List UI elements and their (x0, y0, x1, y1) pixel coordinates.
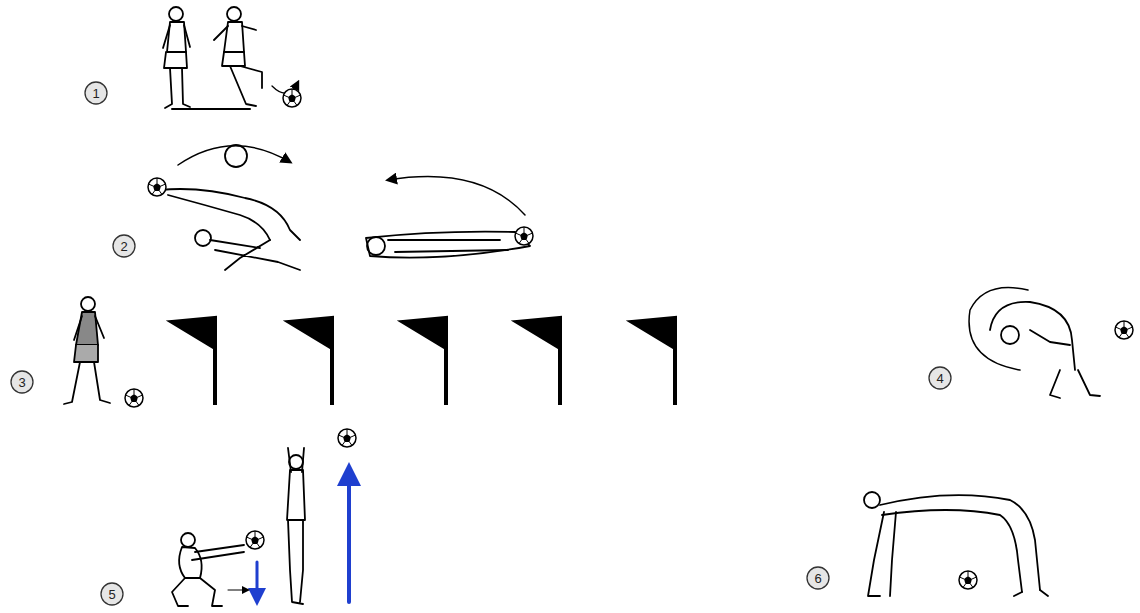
callout-circle: 6 (806, 566, 830, 590)
ball (338, 429, 356, 447)
flag (517, 318, 560, 405)
down-arrow (256, 562, 259, 600)
player-arms (214, 26, 256, 40)
kneeling-legs (210, 240, 300, 270)
bridge-arms (868, 512, 896, 596)
exercise-5 (172, 448, 349, 606)
player-shorts (74, 345, 98, 362)
player-head (367, 237, 385, 255)
ball (125, 389, 143, 407)
player-head (181, 533, 195, 547)
callout-number: 5 (108, 588, 115, 601)
exercise-2 (160, 145, 530, 270)
player-head (81, 297, 95, 311)
flag (289, 318, 332, 405)
callout-number: 3 (18, 376, 25, 389)
player-head (1001, 326, 1019, 344)
lying-body (366, 232, 530, 258)
ball (283, 89, 301, 107)
curled-body (990, 302, 1075, 370)
player-head (169, 7, 183, 21)
motion-arc (388, 177, 525, 215)
player-arms (288, 448, 304, 472)
callout-circle: 1 (84, 81, 108, 105)
circle-shape (85, 82, 107, 104)
exercise-1 (163, 7, 298, 109)
player-torso (287, 470, 305, 520)
curled-limbs (1030, 330, 1100, 398)
circle-shape (929, 367, 951, 389)
flag (172, 318, 215, 405)
circle-shape (113, 235, 135, 257)
ball (959, 571, 977, 589)
callout-circle: 3 (10, 370, 34, 394)
motion-arc (969, 288, 1028, 371)
player-shorts (222, 52, 245, 66)
ground-line (172, 108, 250, 110)
bridge-body-bottom (882, 510, 1022, 592)
player-legs (172, 578, 222, 606)
player-head (864, 492, 880, 508)
kneeling-body (168, 195, 270, 240)
player-arms (163, 25, 190, 48)
small-arrow (228, 590, 248, 591)
player-arms (74, 316, 104, 340)
player-head (195, 230, 211, 246)
ball (515, 227, 533, 245)
flag (403, 318, 446, 405)
player-legs (165, 68, 190, 108)
player-legs (230, 66, 262, 106)
callout-number: 2 (120, 240, 127, 253)
kneeling-body (160, 189, 300, 240)
callout-number: 4 (936, 372, 943, 385)
ball (1115, 321, 1133, 339)
up-arrow (347, 470, 351, 602)
flag-row (172, 318, 675, 405)
ball (148, 178, 166, 196)
ball-path-outline (225, 145, 247, 167)
player-shorts (164, 52, 187, 68)
circle-shape (101, 583, 123, 605)
motion-arc (178, 146, 290, 165)
player-head (227, 7, 241, 21)
exercise-6 (864, 492, 1048, 596)
bridge-feet (1014, 590, 1048, 596)
flag (632, 318, 675, 405)
exercise-3 (64, 297, 110, 404)
callout-number: 1 (92, 87, 99, 100)
player-legs (288, 520, 303, 604)
lying-limbs (388, 240, 508, 252)
ball (246, 531, 264, 549)
player-arms (192, 545, 244, 560)
exercise-4 (969, 288, 1100, 399)
callout-circle: 4 (928, 366, 952, 390)
callout-number: 6 (814, 572, 821, 585)
circle-shape (807, 567, 829, 589)
callout-circle: 2 (112, 234, 136, 258)
callout-circle: 5 (100, 582, 124, 606)
circle-shape (11, 371, 33, 393)
player-legs (64, 362, 110, 404)
